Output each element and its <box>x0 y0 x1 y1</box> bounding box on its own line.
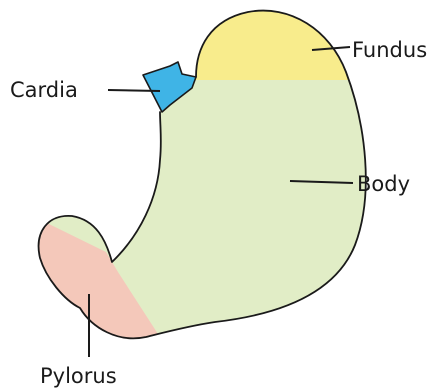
cardia-pointer <box>108 90 160 91</box>
cardia-label: Cardia <box>10 80 78 101</box>
fundus-label: Fundus <box>352 40 427 61</box>
pylorus-label: Pylorus <box>40 366 117 387</box>
body-label: Body <box>357 174 410 195</box>
